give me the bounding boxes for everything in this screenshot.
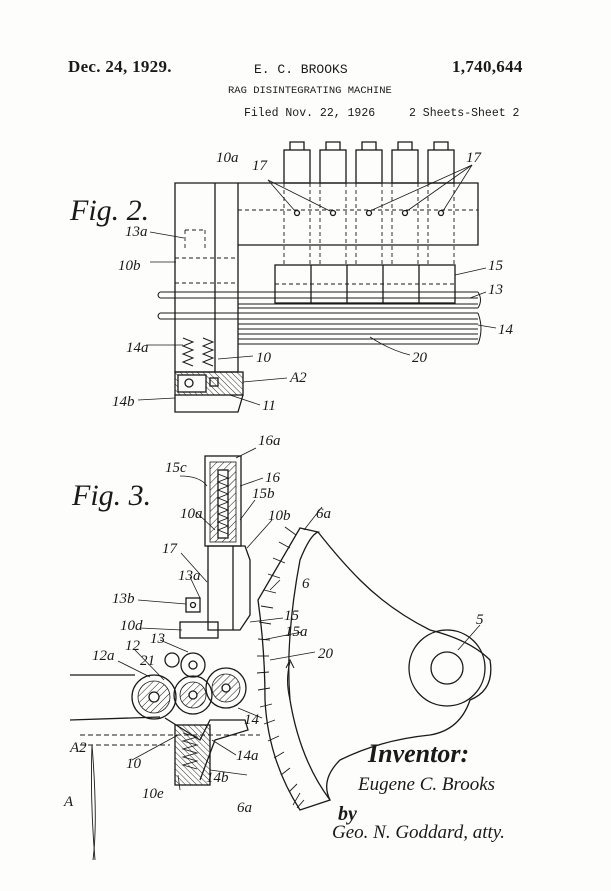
- filed-date: Filed Nov. 22, 1926: [244, 107, 376, 120]
- figure-3-caption: Fig. 3.: [71, 479, 151, 512]
- label-fig2-10: 10: [256, 350, 272, 366]
- label-fig3-10b: 10b: [268, 508, 291, 524]
- label-fig3-10d: 10d: [120, 618, 143, 634]
- by-label: by: [338, 803, 357, 825]
- patent-date: Dec. 24, 1929.: [68, 57, 172, 76]
- label-fig2-10a: 10a: [216, 150, 239, 166]
- label-fig3-16a: 16a: [258, 433, 281, 449]
- inventor-label: Inventor:: [367, 739, 469, 768]
- label-fig3-20: 20: [318, 646, 334, 662]
- label-fig2-14: 14: [498, 322, 514, 338]
- inventor-signature: Eugene C. Brooks: [357, 774, 495, 795]
- label-fig3-13: 13: [150, 631, 165, 647]
- label-fig2-17-right: 17: [466, 150, 483, 166]
- label-fig3-17: 17: [162, 541, 179, 557]
- label-fig3-14: 14: [244, 712, 260, 728]
- label-fig2-20: 20: [412, 350, 428, 366]
- label-fig3-10: 10: [126, 756, 142, 772]
- label-fig3-6a-bottom: 6a: [237, 800, 252, 816]
- label-fig3-12: 12: [125, 638, 141, 654]
- patent-number: 1,740,644: [452, 57, 523, 76]
- label-fig2-10b: 10b: [118, 258, 141, 274]
- label-fig3-15c: 15c: [165, 460, 187, 476]
- patent-title: RAG DISINTEGRATING MACHINE: [228, 85, 392, 97]
- figure-2-drawing: [137, 141, 497, 413]
- label-fig2-17-left: 17: [252, 158, 269, 174]
- label-fig3-16: 16: [265, 470, 281, 486]
- label-fig3-13b: 13b: [112, 591, 135, 607]
- label-fig3-15: 15: [284, 608, 300, 624]
- label-fig3-6: 6: [302, 576, 310, 592]
- label-fig3-14b: 14b: [206, 770, 229, 786]
- label-fig3-10a: 10a: [180, 506, 203, 522]
- label-fig2-13: 13: [488, 282, 503, 298]
- label-fig2-11: 11: [262, 398, 276, 414]
- label-fig3-15a: 15a: [285, 624, 308, 640]
- label-fig3-14a: 14a: [236, 748, 259, 764]
- label-fig2-15: 15: [488, 258, 504, 274]
- label-fig3-5: 5: [476, 612, 484, 628]
- attorney-signature: Geo. N. Goddard, atty.: [332, 822, 505, 843]
- figure-2-caption: Fig. 2.: [69, 194, 149, 227]
- cylinder-row: [283, 141, 455, 184]
- label-fig3-A: A: [63, 794, 74, 810]
- sheet-count: 2 Sheets-Sheet 2: [409, 107, 520, 120]
- figure-3-labels: Fig. 3. 16a 15c 16 15b 10a 10b 6a 17 6 1…: [63, 433, 484, 816]
- label-fig3-6a-top: 6a: [316, 506, 331, 522]
- label-fig2-14b: 14b: [112, 394, 135, 410]
- label-fig3-13a: 13a: [178, 568, 201, 584]
- label-fig2-13a: 13a: [125, 224, 148, 240]
- label-fig3-10e: 10e: [142, 786, 164, 802]
- label-fig3-21: 21: [140, 653, 155, 669]
- label-fig3-12a: 12a: [92, 648, 115, 664]
- figure-2-labels: Fig. 2. 10a 17 17 13a 10b 15 13 14 14a 2…: [69, 150, 514, 414]
- label-fig3-A2: A2: [69, 740, 87, 756]
- signature-block: Inventor: Eugene C. Brooks by Geo. N. Go…: [332, 739, 505, 843]
- figure-3-drawing: [69, 447, 492, 861]
- label-fig3-15b: 15b: [252, 486, 275, 502]
- label-fig2-A2: A2: [289, 370, 307, 386]
- label-fig2-14a: 14a: [126, 340, 149, 356]
- inventor-name: E. C. BROOKS: [254, 62, 348, 77]
